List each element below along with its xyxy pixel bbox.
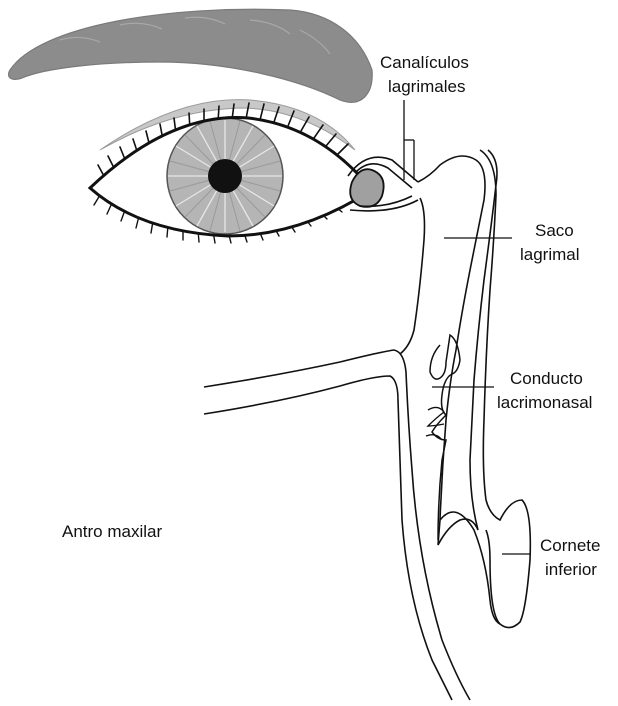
pupil xyxy=(208,159,242,193)
label-conducto-line2: lacrimonasal xyxy=(497,393,592,412)
nasal-wall-outer xyxy=(480,150,530,628)
duct-mucosal-folds xyxy=(426,407,444,440)
label-conducto-line1: Conducto xyxy=(510,369,583,388)
label-saco-line1: Saco xyxy=(535,221,574,240)
eyebrow xyxy=(9,9,373,102)
label-antro: Antro maxilar xyxy=(62,522,162,541)
label-canaliculos-line1: Canalículos xyxy=(380,53,469,72)
canaliculos-leader xyxy=(404,100,414,180)
label-canaliculos-line2: lagrimales xyxy=(388,77,465,96)
lacrimal-sac-inner xyxy=(400,198,425,354)
maxillary-sinus-lower xyxy=(204,376,452,700)
maxillary-sinus-upper xyxy=(204,350,470,700)
label-saco-line2: lagrimal xyxy=(520,245,580,264)
label-cornete-line2: inferior xyxy=(545,560,597,579)
label-cornete-line1: Cornete xyxy=(540,536,600,555)
